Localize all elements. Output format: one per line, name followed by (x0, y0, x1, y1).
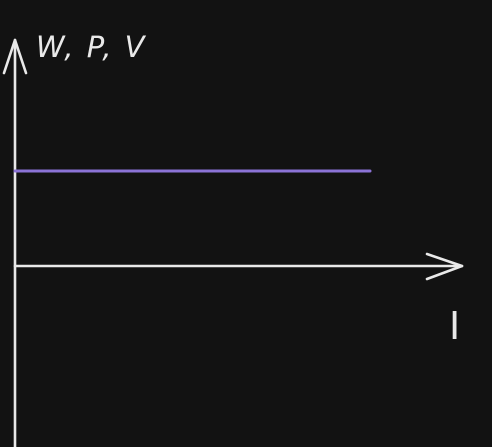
x-axis-arrowhead (425, 252, 464, 281)
y-axis-arrowhead (2, 38, 28, 75)
x-axis-label: I (449, 304, 460, 348)
y-axis-label: W, P, V (36, 30, 147, 64)
